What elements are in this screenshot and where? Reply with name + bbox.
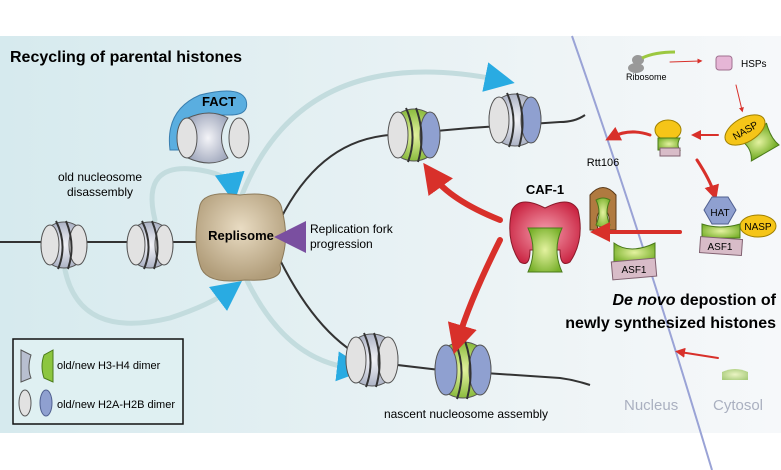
legend: old/new H3-H4 dimer old/new H2A-H2B dime… <box>12 338 184 425</box>
denovo-title-line2: newly synthesized histones <box>565 315 776 332</box>
to-rtt106-arrow <box>605 126 652 141</box>
faded-complex <box>722 369 748 380</box>
nasp-asf1-intermediate <box>654 119 682 157</box>
old-h3h4-icon <box>20 349 32 383</box>
fact-label: FACT <box>202 94 236 109</box>
legend-h3h4: old/new H3-H4 dimer <box>57 360 161 372</box>
nucleus-label: Nucleus <box>624 397 678 414</box>
nuclear-membrane <box>571 35 713 470</box>
asf1-h3h4-complex: ASF1 <box>610 242 658 281</box>
new-nucleosome-bottom <box>434 340 492 400</box>
replisome <box>195 193 286 282</box>
new-h2a-h2b-icon <box>39 389 53 417</box>
asf1-label-2: ASF1 <box>621 265 646 276</box>
caf1-label: CAF-1 <box>526 182 564 197</box>
rtt106-label: Rtt106 <box>587 157 619 169</box>
ribosome <box>628 50 676 73</box>
recycled-nucleosome-top <box>488 92 542 148</box>
old-nucleosome-2 <box>126 220 174 270</box>
disassembly-label-line1: old nucleosome <box>58 170 142 184</box>
disassembly-arrow-bottom <box>62 267 243 326</box>
recycled-nucleosome-bottom <box>345 332 399 388</box>
caf1-complex <box>509 201 581 273</box>
asf1-label-1: ASF1 <box>707 242 732 253</box>
nasp-h3h4-complex: NASP <box>724 114 780 162</box>
old-h2a-h2b-icon <box>18 389 32 417</box>
hsps-to-nasp-arrow <box>735 84 744 113</box>
recycling-arrow-bottom <box>237 262 367 382</box>
denovo-rest: depostion of <box>676 292 777 309</box>
recycling-arrow-top <box>237 62 515 203</box>
hat-nasp-asf1-complex: HAT NASP ASF1 <box>698 196 777 257</box>
hsps <box>715 55 733 71</box>
new-h3h4-icon <box>41 349 54 383</box>
denovo-arrow-bottom <box>447 237 503 355</box>
denovo-title-line1: De novo depostion of <box>612 292 776 309</box>
hsps-label: HSPs <box>741 59 767 70</box>
import-arrow <box>675 347 719 359</box>
fact-complex <box>168 90 250 164</box>
to-hat-arrow <box>695 158 719 201</box>
fork-label-line2: progression <box>310 237 373 251</box>
ribosome-label: Ribosome <box>626 72 667 82</box>
leading-dna <box>279 114 586 221</box>
cytosol-label: Cytosol <box>713 397 763 414</box>
fork-label-line1: Replication fork <box>310 222 394 236</box>
denovo-italic: De novo <box>612 292 675 309</box>
replisome-label: Replisome <box>208 228 274 243</box>
hat-label: HAT <box>710 208 729 219</box>
rtt106-complex <box>589 187 617 231</box>
nasp-label-2: NASP <box>744 222 772 233</box>
disassembly-label-line2: disassembly <box>67 185 133 199</box>
old-nucleosome-1 <box>40 220 88 270</box>
page-title: Recycling of parental histones <box>10 49 242 66</box>
denovo-arrow-top <box>423 162 503 223</box>
legend-h2ah2b: old/new H2A-H2B dimer <box>57 399 175 411</box>
ribosome-to-hsps-arrow <box>669 58 703 64</box>
disassembly-arrow-top <box>149 166 245 223</box>
new-nucleosome-top <box>387 107 441 163</box>
nascent-label: nascent nucleosome assembly <box>384 407 548 421</box>
